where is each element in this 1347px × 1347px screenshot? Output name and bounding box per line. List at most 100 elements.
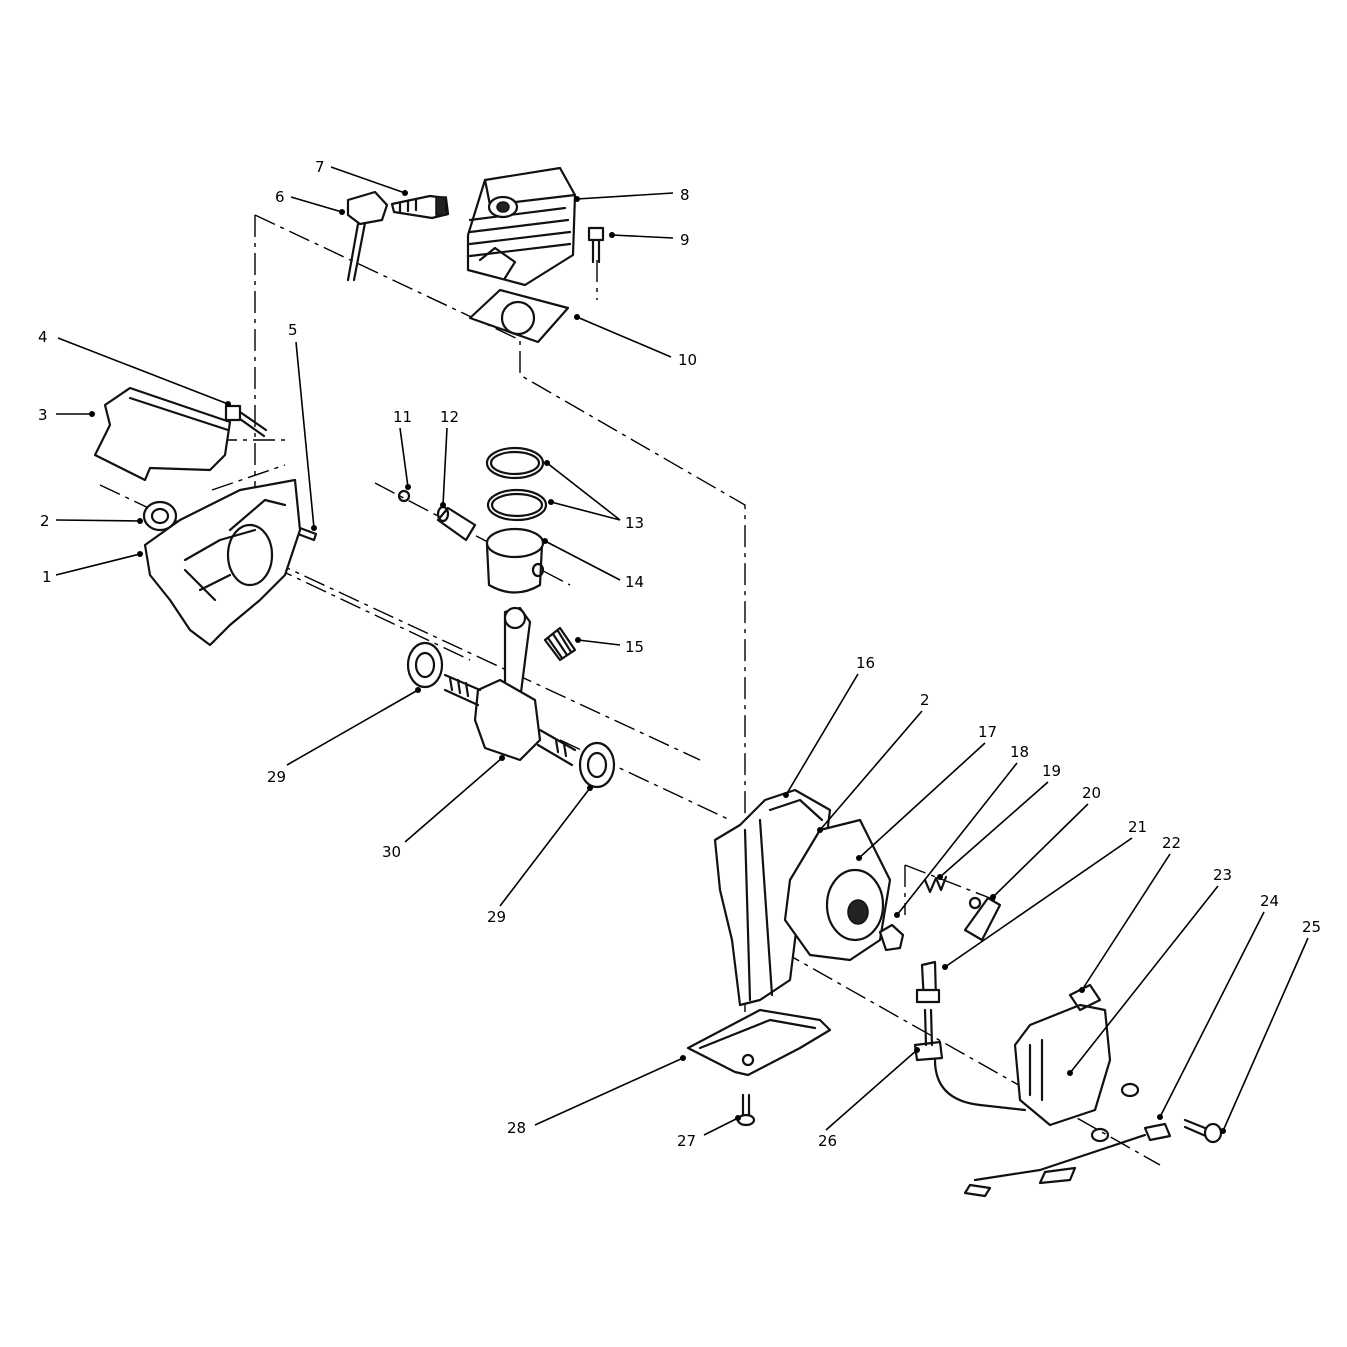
callout-4: 4 bbox=[38, 328, 48, 346]
leader-2b bbox=[819, 710, 923, 831]
leader-1-dot bbox=[137, 551, 143, 557]
leader-29b-dot bbox=[587, 785, 593, 791]
leader-22 bbox=[1081, 853, 1171, 991]
leader-4-dot bbox=[225, 401, 231, 407]
crankcase-left-part bbox=[143, 478, 302, 647]
pawl-part bbox=[963, 896, 1002, 942]
leader-1 bbox=[55, 553, 141, 576]
callout-19: 19 bbox=[1042, 762, 1061, 780]
callout-28: 28 bbox=[507, 1119, 526, 1137]
leader-19 bbox=[939, 781, 1049, 878]
callout-8: 8 bbox=[680, 186, 690, 204]
leader-21 bbox=[944, 837, 1133, 968]
leader-24 bbox=[1159, 911, 1265, 1118]
leader-11 bbox=[399, 427, 409, 488]
callout-22: 22 bbox=[1162, 834, 1181, 852]
leader-24-dot bbox=[1157, 1114, 1163, 1120]
leader-16 bbox=[785, 673, 859, 796]
callout-labels: 1 2 3 4 5 6 7 8 9 10 11 12 13 14 15 16 2… bbox=[38, 158, 1321, 1150]
leader-8 bbox=[576, 192, 674, 200]
cylinder-gasket-part bbox=[468, 288, 570, 344]
piston-part bbox=[485, 527, 545, 594]
callout-2a: 2 bbox=[40, 512, 50, 530]
bracket-plate-part bbox=[686, 1008, 832, 1077]
piston-pin-part bbox=[436, 505, 477, 542]
flywheel-nut-part bbox=[878, 923, 905, 952]
leader-7 bbox=[330, 166, 406, 194]
needle-bearing-part bbox=[543, 626, 577, 662]
leader-2b-dot bbox=[817, 827, 823, 833]
leader-25 bbox=[1222, 937, 1309, 1132]
leader-13a bbox=[546, 462, 621, 521]
callout-25: 25 bbox=[1302, 918, 1321, 936]
leader-8-dot bbox=[574, 196, 580, 202]
callout-14: 14 bbox=[625, 573, 644, 591]
callout-15: 15 bbox=[625, 638, 644, 656]
leader-11-dot bbox=[405, 484, 411, 490]
module-screw-part bbox=[1183, 1118, 1223, 1144]
callout-23: 23 bbox=[1213, 866, 1232, 884]
cylinder-screw-part bbox=[587, 226, 605, 264]
plug-boot-part bbox=[346, 190, 389, 282]
callout-5: 5 bbox=[288, 321, 298, 339]
leader-21-dot bbox=[942, 964, 948, 970]
callout-21: 21 bbox=[1128, 818, 1147, 836]
leader-13b-dot bbox=[548, 499, 554, 505]
leader-23-dot bbox=[1067, 1070, 1073, 1076]
lead-grommet-part bbox=[913, 1008, 1027, 1112]
wire-grommet-part bbox=[915, 960, 941, 1004]
leader-29b bbox=[499, 787, 591, 907]
callout-10: 10 bbox=[678, 351, 697, 369]
bracket-screw-part bbox=[736, 1093, 756, 1127]
leader-12-dot bbox=[440, 502, 446, 508]
leader-23 bbox=[1069, 885, 1219, 1074]
callout-13: 13 bbox=[625, 514, 644, 532]
leader-28-dot bbox=[680, 1055, 686, 1061]
leader-2a-dot bbox=[137, 518, 143, 524]
leader-27 bbox=[703, 1117, 739, 1136]
callout-29b: 29 bbox=[487, 908, 506, 926]
seal-left-part bbox=[142, 500, 178, 532]
leader-18-dot bbox=[894, 912, 900, 918]
cylinder-part bbox=[466, 166, 577, 287]
callout-6: 6 bbox=[275, 188, 285, 206]
callout-29a: 29 bbox=[267, 768, 286, 786]
leader-18 bbox=[896, 762, 1018, 916]
leader-15-dot bbox=[575, 637, 581, 643]
leader-14 bbox=[544, 540, 621, 581]
leader-20 bbox=[992, 803, 1089, 898]
callout-18: 18 bbox=[1010, 743, 1029, 761]
leader-17-dot bbox=[856, 855, 862, 861]
ball-bearing-right-part bbox=[578, 741, 616, 789]
leader-9 bbox=[611, 234, 674, 239]
callout-24: 24 bbox=[1260, 892, 1279, 910]
crankshaft-part bbox=[443, 606, 577, 767]
callout-17: 17 bbox=[978, 723, 997, 741]
leader-30-dot bbox=[499, 755, 505, 761]
callout-2b: 2 bbox=[920, 691, 930, 709]
leader-12 bbox=[442, 427, 448, 506]
leader-3-dot bbox=[89, 411, 95, 417]
circlip-part bbox=[397, 489, 411, 503]
callout-16: 16 bbox=[856, 654, 875, 672]
terminal-part bbox=[963, 1122, 1172, 1198]
leader-28 bbox=[534, 1057, 684, 1126]
ignition-module-part bbox=[1013, 983, 1140, 1127]
leader-9-dot bbox=[609, 232, 615, 238]
leader-10-dot bbox=[574, 314, 580, 320]
callout-12: 12 bbox=[440, 408, 459, 426]
leader-5-dot bbox=[311, 525, 317, 531]
callout-30: 30 bbox=[382, 843, 401, 861]
leader-13b bbox=[550, 501, 621, 521]
leader-4 bbox=[57, 337, 229, 405]
callout-3: 3 bbox=[38, 406, 48, 424]
spring-part bbox=[923, 875, 948, 894]
leader-5 bbox=[295, 341, 315, 529]
callout-20: 20 bbox=[1082, 784, 1101, 802]
callout-1: 1 bbox=[42, 568, 52, 586]
leader-7-dot bbox=[402, 190, 408, 196]
leader-2a bbox=[55, 519, 141, 522]
leader-20-dot bbox=[990, 894, 996, 900]
leader-15 bbox=[577, 639, 621, 646]
leader-26-dot bbox=[914, 1047, 920, 1053]
